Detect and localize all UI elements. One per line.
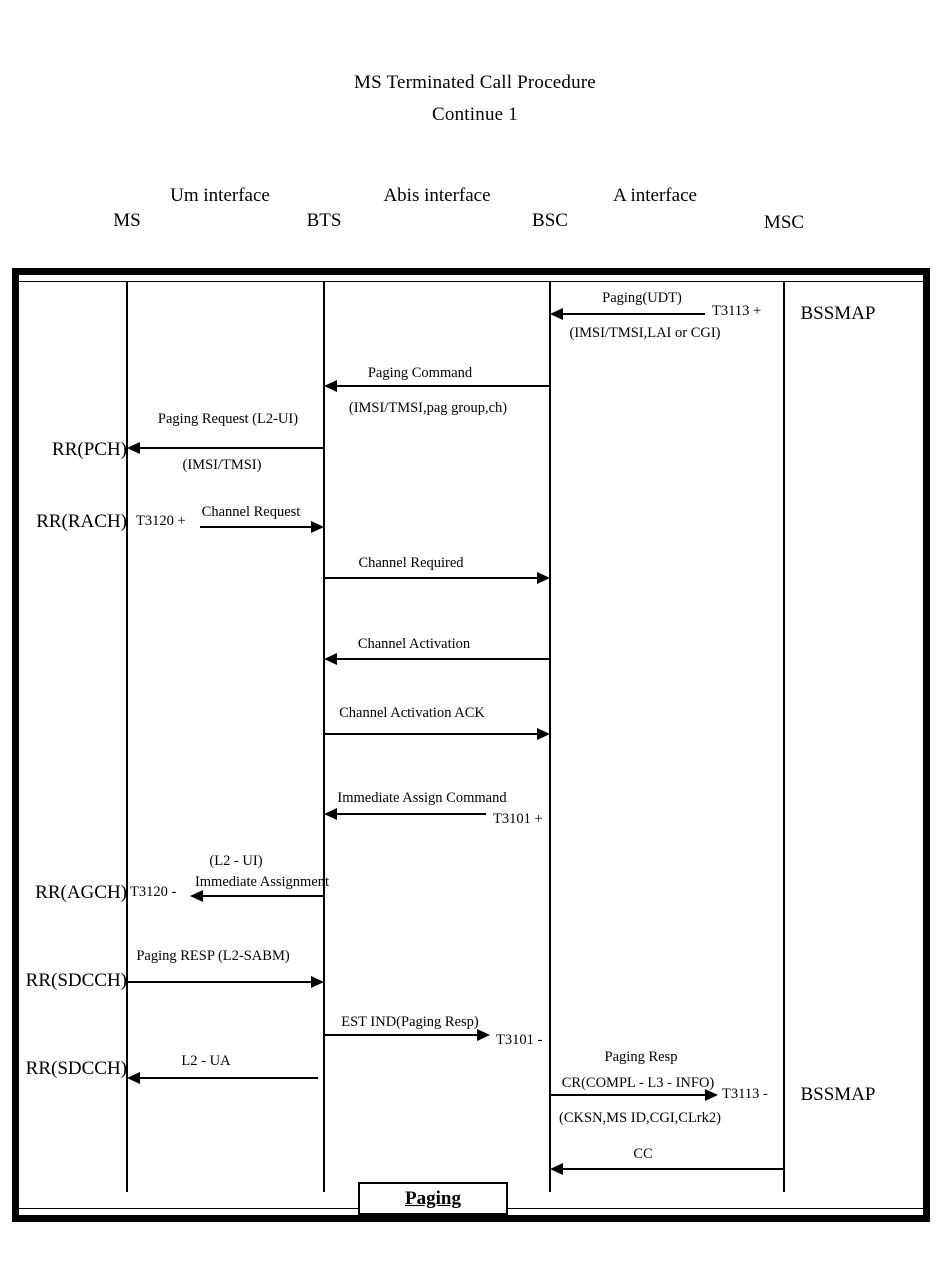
message-extralabel-cr-compl-l3-info: Paging Resp: [604, 1049, 678, 1065]
message-line-channel-required: [324, 577, 537, 579]
message-label-cr-compl-l3-info: CR(COMPL - L3 - INFO): [561, 1075, 715, 1091]
message-label-immediate-assign-command: Immediate Assign Command: [337, 790, 507, 806]
message-label-paging-resp-sabm: Paging RESP (L2-SABM): [136, 948, 290, 964]
message-label-est-ind: EST IND(Paging Resp): [341, 1014, 479, 1030]
timer-label-immediate-assign-command: T3101 +: [493, 811, 543, 827]
timer-label-channel-request: T3120 +: [136, 513, 186, 529]
paging-tag-label: Paging: [405, 1188, 461, 1209]
message-arrowhead-channel-request: [311, 521, 324, 533]
message-label-channel-activation: Channel Activation: [357, 636, 471, 652]
message-arrowhead-cr-compl-l3-info: [705, 1089, 718, 1101]
message-line-est-ind: [324, 1034, 477, 1036]
message-label-paging-command: Paging Command: [367, 365, 473, 381]
message-label-immediate-assignment: Immediate Assignment: [194, 874, 330, 890]
message-label-paging-udt: Paging(UDT): [602, 290, 682, 306]
interface-label-a: A interface: [613, 185, 697, 206]
column-header-bts: BTS: [306, 210, 342, 231]
timer-label-cr-compl-l3-info: T3113 -: [722, 1086, 768, 1102]
message-label-l2-ua: L2 - UA: [181, 1053, 231, 1069]
message-arrowhead-paging-command: [324, 380, 337, 392]
message-line-immediate-assign-command: [337, 813, 486, 815]
message-arrowhead-channel-activation: [324, 653, 337, 665]
message-line-paging-command: [337, 385, 550, 387]
interface-label-abis: Abis interface: [383, 185, 491, 206]
channel-label-rr-rach: RR(RACH): [36, 511, 127, 532]
timer-label-paging-udt: T3113 +: [712, 303, 762, 319]
column-header-msc: MSC: [763, 212, 805, 233]
message-arrowhead-paging-udt: [550, 308, 563, 320]
lifeline-msc: [783, 281, 785, 1192]
message-line-channel-activation-ack: [324, 733, 537, 735]
message-line-paging-udt: [563, 313, 705, 315]
message-arrowhead-immediate-assignment: [190, 890, 203, 902]
lifeline-bts: [323, 281, 325, 1192]
message-line-l2-ua: [140, 1077, 318, 1079]
message-line-paging-resp-sabm: [127, 981, 311, 983]
channel-label-rr-sdcch1: RR(SDCCH): [25, 970, 127, 991]
message-line-paging-request: [140, 447, 324, 449]
timer-label-est-ind: T3101 -: [496, 1032, 543, 1048]
message-arrowhead-channel-required: [537, 572, 550, 584]
message-sublabel-cr-compl-l3-info: (CKSN,MS ID,CGI,CLrk2): [559, 1110, 721, 1126]
diagram-subtitle: Continue 1: [432, 104, 518, 125]
message-line-cc: [563, 1168, 784, 1170]
message-label-channel-activation-ack: Channel Activation ACK: [339, 705, 485, 721]
lifeline-bsc: [549, 281, 551, 1192]
message-sublabel-paging-request: (IMSI/TMSI): [182, 457, 262, 473]
column-header-ms: MS: [113, 210, 141, 231]
message-label-channel-required: Channel Required: [358, 555, 464, 571]
message-arrowhead-l2-ua: [127, 1072, 140, 1084]
timer-label-immediate-assignment: T3120 -: [130, 884, 177, 900]
diagram-title: MS Terminated Call Procedure: [354, 72, 596, 93]
column-header-bsc: BSC: [532, 210, 568, 231]
message-arrowhead-cc: [550, 1163, 563, 1175]
interface-label-um: Um interface: [170, 185, 270, 206]
message-line-channel-activation: [337, 658, 550, 660]
channel-label-rr-pch: RR(PCH): [52, 439, 127, 460]
message-arrowhead-est-ind: [477, 1029, 490, 1041]
diagram-frame: [12, 268, 930, 1222]
message-arrowhead-paging-request: [127, 442, 140, 454]
paging-tag-box: Paging: [358, 1182, 508, 1215]
message-label-channel-request: Channel Request: [201, 504, 301, 520]
protocol-label-bssmap-bottom: BSSMAP: [800, 1084, 876, 1105]
message-sublabel-paging-udt: (IMSI/TMSI,LAI or CGI): [569, 325, 721, 341]
frame-inner-top-rule: [19, 281, 923, 282]
message-label-cc: CC: [633, 1146, 653, 1162]
protocol-label-bssmap-top: BSSMAP: [800, 303, 876, 324]
message-sublabel-paging-command: (IMSI/TMSI,pag group,ch): [348, 400, 508, 416]
channel-label-rr-agch: RR(AGCH): [35, 882, 127, 903]
message-line-cr-compl-l3-info: [550, 1094, 705, 1096]
message-arrowhead-paging-resp-sabm: [311, 976, 324, 988]
message-sublabel-immediate-assignment: (L2 - UI): [209, 853, 263, 869]
message-arrowhead-immediate-assign-command: [324, 808, 337, 820]
channel-label-rr-sdcch2: RR(SDCCH): [25, 1058, 127, 1079]
message-label-paging-request: Paging Request (L2-UI): [157, 411, 299, 427]
message-arrowhead-channel-activation-ack: [537, 728, 550, 740]
lifeline-ms: [126, 281, 128, 1192]
message-line-channel-request: [200, 526, 311, 528]
message-line-immediate-assignment: [203, 895, 324, 897]
